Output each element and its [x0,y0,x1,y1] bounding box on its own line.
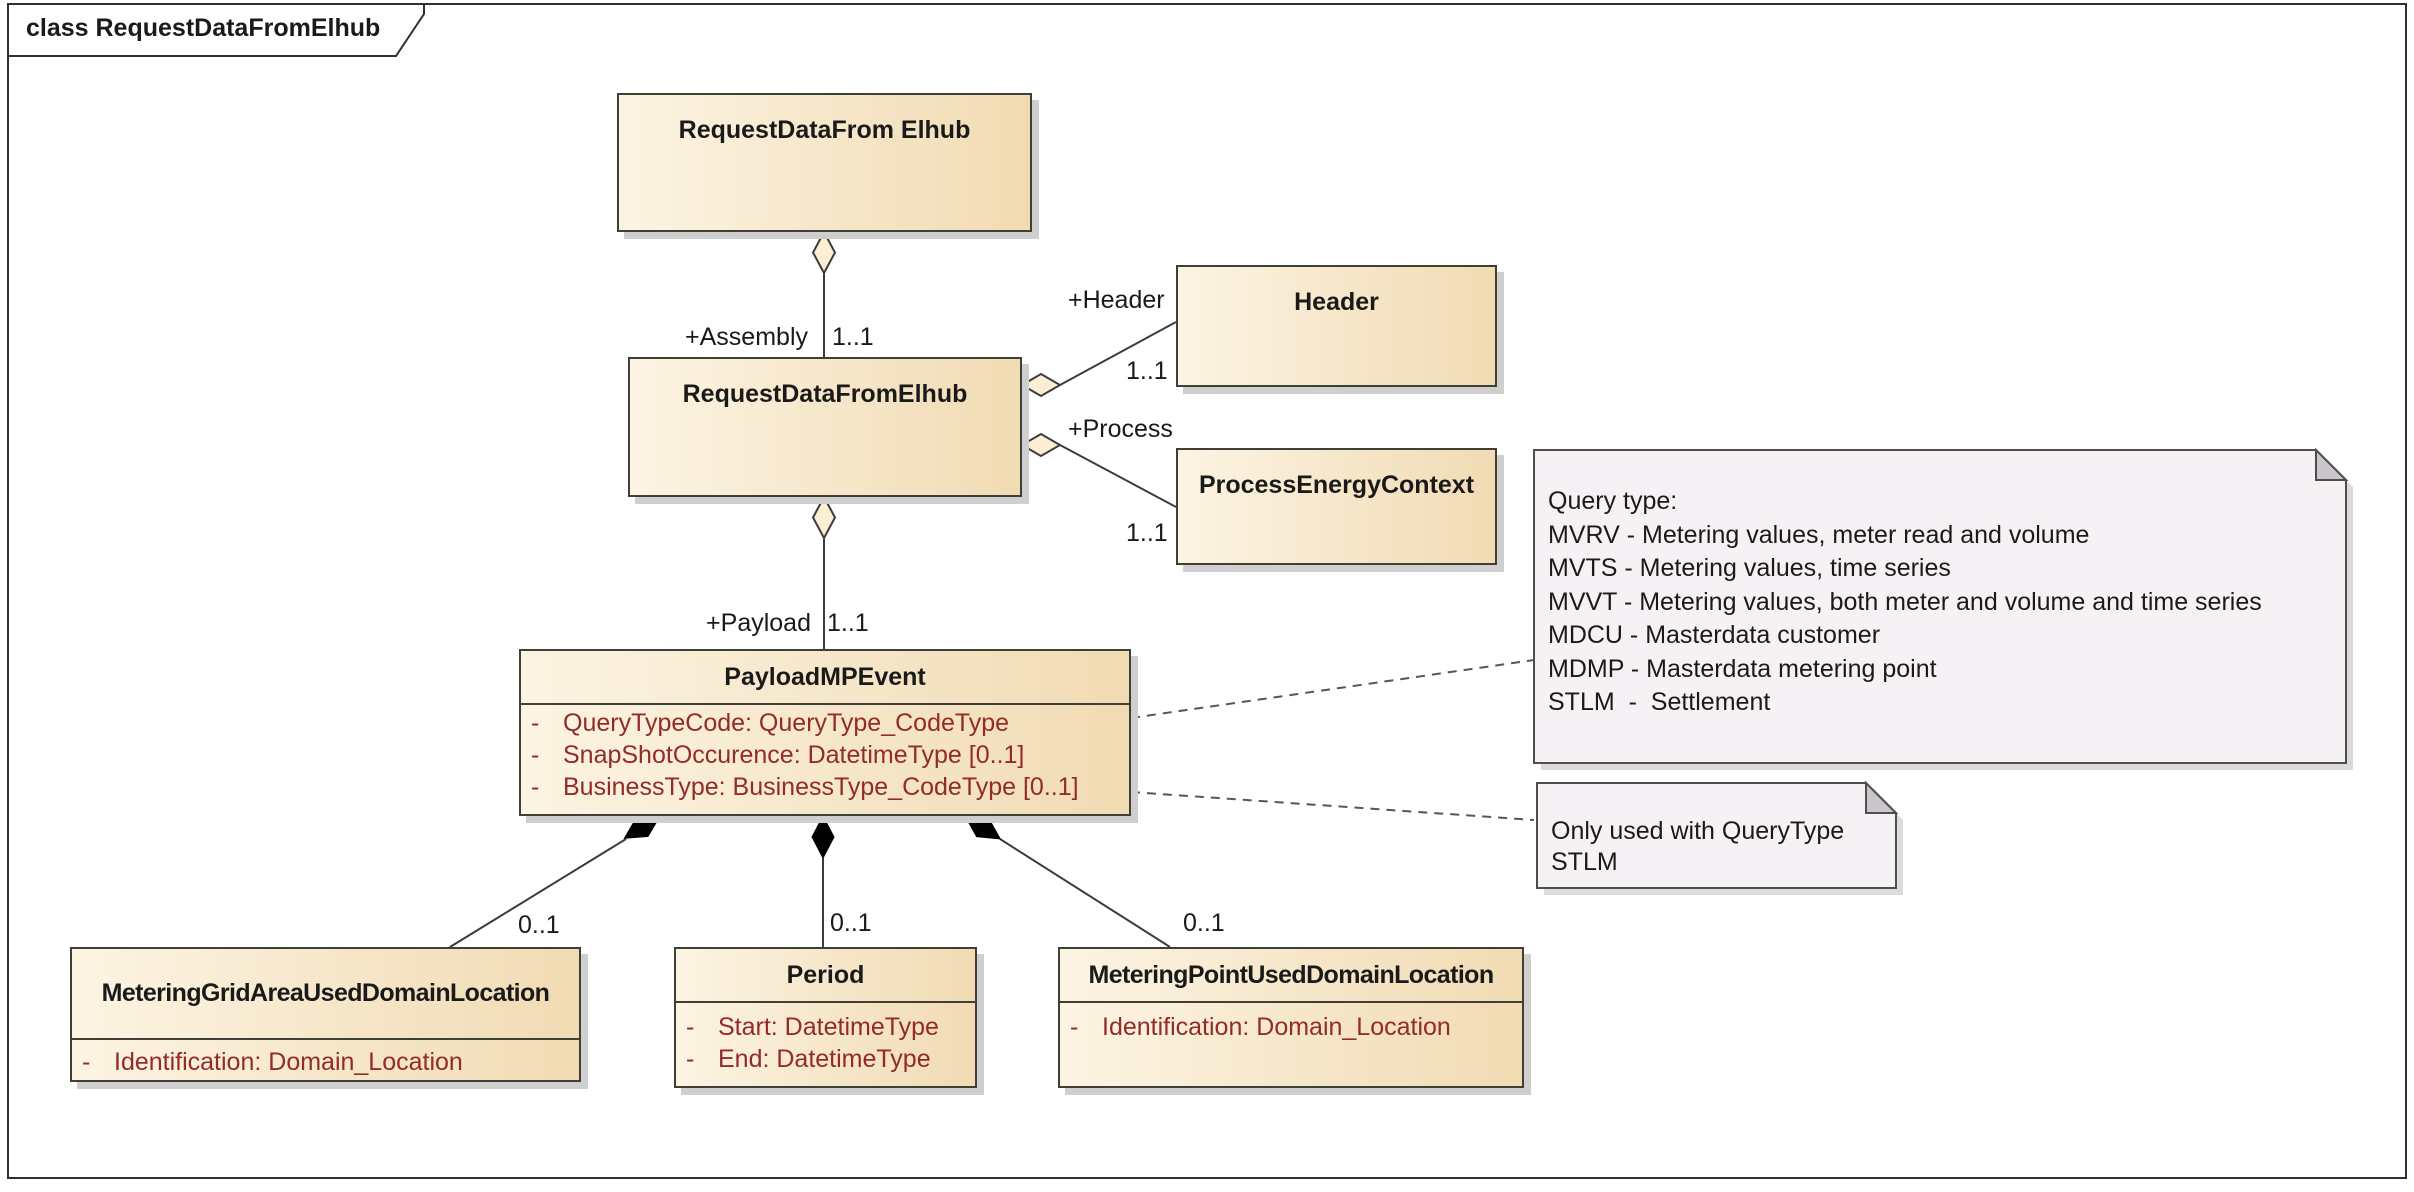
aggregation-diamond [1020,372,1062,398]
class-name: ProcessEnergyContext [1198,471,1475,499]
class-name: RequestDataFromElhub [682,380,968,408]
note-fold-corner [1865,780,1899,814]
aggregation-diamond [1020,432,1062,458]
composition-connector-mga [449,838,627,948]
diagram-frame-title: class RequestDataFromElhub [26,14,381,42]
class-box-meteringgridareauseddomainlocation[interactable]: MeteringGridAreaUsedDomainLocation - Ide… [70,947,581,1082]
class-name: MeteringPointUsedDomainLocation [1088,960,1494,989]
attribute-compartment: - QueryTypeCode: QueryType_CodeType - Sn… [521,703,1129,803]
multiplicity-label: 1..1 [827,609,869,637]
visibility-marker: - [531,740,540,769]
class-name: Period [786,960,865,989]
note-line: Only used with QueryType [1551,817,1845,845]
class-box-requestdatafromelhub[interactable]: RequestDataFromElhub [628,357,1022,497]
composition-connector-mpu [999,838,1171,948]
class-name: RequestDataFrom Elhub [678,116,971,144]
attribute-compartment: - Identification: Domain_Location [72,1038,579,1082]
role-label-assembly: +Assembly [685,323,808,351]
attribute-text: Identification: Domain_Location [114,1047,463,1076]
frame-title-tab [7,3,425,57]
composition-diamond [811,814,835,860]
attribute-text: BusinessType: BusinessType_CodeType [0..… [563,772,1079,801]
class-box-processenergycontext[interactable]: ProcessEnergyContext [1176,448,1497,565]
attribute-row: - BusinessType: BusinessType_CodeType [0… [521,771,1129,803]
note-line: MVTS - Metering values, time series [1548,554,1951,582]
aggregation-diamond [811,229,837,276]
attribute-text: SnapShotOccurence: DatetimeType [0..1] [563,740,1025,769]
visibility-marker: - [686,1012,695,1041]
diagram-frame [7,3,2407,1179]
note-fold-corner [2315,447,2349,481]
note-querytype-text: Query type: MVRV - Metering values, mete… [1548,485,2262,720]
note-link-querytype [1130,659,1535,719]
class-box-payloadmpevent[interactable]: PayloadMPEvent - QueryTypeCode: QueryTyp… [519,649,1131,816]
role-label-payload: +Payload [706,609,811,637]
attribute-row: - QueryTypeCode: QueryType_CodeType [521,707,1129,739]
multiplicity-label: 1..1 [1126,357,1168,385]
note-line: MVVT - Metering values, both meter and v… [1548,587,2262,616]
note-line: STLM - Settlement [1548,688,1771,716]
attribute-compartment: - Start: DatetimeType - End: DatetimeTyp… [676,1001,975,1075]
visibility-marker: - [82,1047,91,1076]
visibility-marker: - [1070,1012,1079,1041]
attribute-text: Identification: Domain_Location [1102,1012,1451,1041]
visibility-marker: - [686,1044,695,1073]
visibility-marker: - [531,772,540,801]
composition-diamond [964,815,1002,840]
note-stlm-text: Only used with QueryType STLM [1551,816,1844,878]
attribute-row: - Identification: Domain_Location [72,1042,579,1082]
multiplicity-label: 0..1 [830,909,872,937]
attribute-text: End: DatetimeType [718,1044,931,1073]
multiplicity-label: 1..1 [1126,519,1168,547]
attribute-text: QueryTypeCode: QueryType_CodeType [563,708,1010,737]
multiplicity-label: 0..1 [1183,909,1225,937]
attribute-row: - End: DatetimeType [676,1043,975,1075]
role-label-process: +Process [1068,415,1173,443]
class-box-requestdatafrom-elhub[interactable]: RequestDataFrom Elhub [617,93,1032,232]
visibility-marker: - [531,708,540,737]
attribute-text: Start: DatetimeType [718,1012,939,1041]
class-name: Header [1294,288,1379,316]
attribute-row: - Start: DatetimeType [676,1011,975,1043]
note-link-stlm [1130,791,1535,821]
aggregation-connector-header [1059,321,1177,386]
class-box-period[interactable]: Period - Start: DatetimeType - End: Date… [674,947,977,1088]
note-line: STLM [1551,848,1618,876]
attribute-row: - SnapShotOccurence: DatetimeType [0..1] [521,739,1129,771]
note-line: MVRV - Metering values, meter read and v… [1548,520,2090,549]
class-box-meteringpointuseddomainlocation[interactable]: MeteringPointUsedDomainLocation - Identi… [1058,947,1524,1088]
class-name: PayloadMPEvent [724,662,926,691]
note-querytype-shape[interactable] [1533,449,2347,764]
class-name: MeteringGridAreaUsedDomainLocation [101,979,550,1007]
role-label-header: +Header [1068,286,1165,314]
note-line: Query type: [1548,487,1678,515]
attribute-row: - Identification: Domain_Location [1060,1011,1522,1043]
composition-diamond [623,815,661,839]
aggregation-diamond [811,494,837,541]
note-line: MDCU - Masterdata customer [1548,621,1881,649]
class-box-header[interactable]: Header [1176,265,1497,387]
multiplicity-label: 1..1 [832,323,874,351]
note-line: MDMP - Masterdata metering point [1548,654,1937,683]
attribute-compartment: - Identification: Domain_Location [1060,1001,1522,1043]
note-stlm-shape[interactable] [1536,782,1897,889]
aggregation-connector-process [1059,444,1177,508]
multiplicity-label: 0..1 [518,911,560,939]
